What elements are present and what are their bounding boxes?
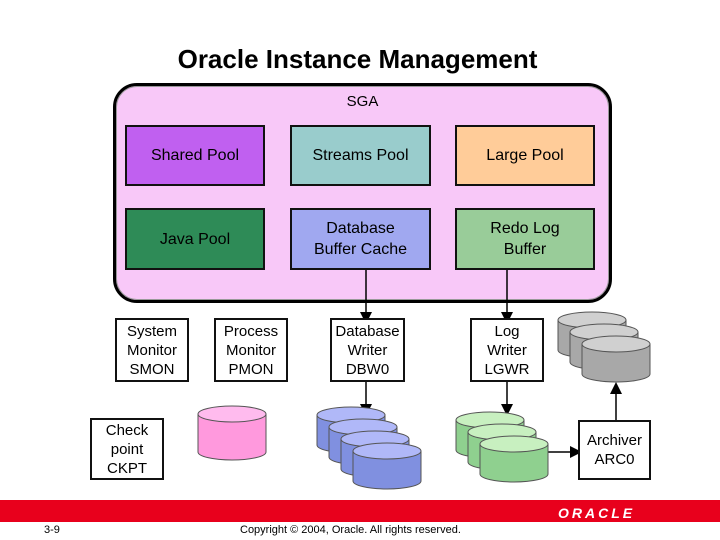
redo-log-files-disk-stack xyxy=(455,411,549,483)
database-buffer-cache: Database Buffer Cache xyxy=(290,208,431,270)
oracle-logo: ORACLE xyxy=(558,505,636,521)
lgwr-line-3: LGWR xyxy=(484,360,530,378)
lgwr-line-2: Writer xyxy=(487,341,527,359)
ckpt-line-2: point xyxy=(110,440,144,458)
java-pool-label: Java Pool xyxy=(159,230,231,248)
pmon-line-1: Process xyxy=(223,322,279,340)
ckpt-line-1: Check xyxy=(105,421,149,439)
process-lgwr: Log Writer LGWR xyxy=(470,318,544,382)
smon-line-2: Monitor xyxy=(126,341,178,359)
streams-pool: Streams Pool xyxy=(290,125,431,186)
buffer-cache-label-2: Buffer Cache xyxy=(313,241,408,258)
smon-line-3: SMON xyxy=(129,360,175,378)
lgwr-line-1: Log xyxy=(494,322,520,340)
process-smon: System Monitor SMON xyxy=(115,318,189,382)
smon-line-1: System xyxy=(126,322,177,340)
process-ckpt: Check point CKPT xyxy=(90,418,164,480)
redo-log-buffer: Redo Log Buffer xyxy=(455,208,595,270)
arc-line-2: ARC0 xyxy=(594,451,635,468)
process-pmon: Process Monitor PMON xyxy=(214,318,288,382)
java-pool: Java Pool xyxy=(125,208,265,270)
shared-pool-label: Shared Pool xyxy=(150,147,240,164)
ckpt-line-3: CKPT xyxy=(106,459,147,477)
dbw-line-3: DBW0 xyxy=(345,360,390,378)
page-number: 3-9 xyxy=(44,524,60,536)
dbw-line-2: Writer xyxy=(347,341,388,359)
redo-buffer-label-2: Buffer xyxy=(503,241,547,258)
control-file-disk xyxy=(197,405,267,461)
arc-line-1: Archiver xyxy=(586,432,642,449)
buffer-cache-label-1: Database xyxy=(326,220,395,237)
dbw-line-1: Database xyxy=(335,322,400,340)
process-dbw: Database Writer DBW0 xyxy=(330,318,405,382)
large-pool-label: Large Pool xyxy=(486,147,564,164)
process-arc: Archiver ARC0 xyxy=(578,420,651,480)
sga-label: SGA xyxy=(346,93,379,110)
pmon-line-3: PMON xyxy=(228,360,274,378)
data-files-disk-stack xyxy=(316,406,422,490)
copyright: Copyright © 2004, Oracle. All rights res… xyxy=(240,524,461,536)
pmon-line-2: Monitor xyxy=(225,341,277,359)
shared-pool: Shared Pool xyxy=(125,125,265,186)
streams-pool-label: Streams Pool xyxy=(312,147,409,164)
archive-log-files-disk-stack xyxy=(557,311,651,383)
redo-buffer-label-1: Redo Log xyxy=(490,220,560,237)
large-pool: Large Pool xyxy=(455,125,595,186)
page-title: Oracle Instance Management xyxy=(177,44,538,74)
footer-bar xyxy=(0,500,720,522)
